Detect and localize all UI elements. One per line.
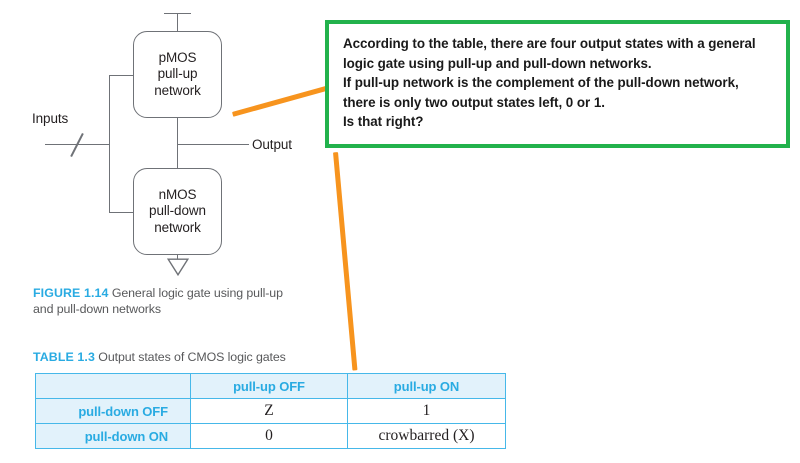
pmos-label-line2: pull-up: [157, 66, 198, 82]
leader-line-to-table: [333, 152, 358, 371]
table-cell-off-off: Z: [190, 398, 348, 424]
ground-symbol-icon: [167, 258, 189, 276]
annotation-callout-box: According to the table, there are four o…: [325, 20, 790, 148]
figure-caption-text: General logic gate using pull-up and pul…: [33, 286, 283, 316]
nmos-label-line3: network: [154, 219, 201, 235]
input-bus-to-pmos-wire: [109, 75, 134, 77]
table-row: pull-down ON 0 crowbarred (X): [35, 423, 506, 449]
table-caption: TABLE 1.3 Output states of CMOS logic ga…: [33, 349, 393, 365]
pmos-label-line3: network: [154, 82, 201, 98]
table-header: pull-up OFF pull-up ON: [35, 373, 506, 399]
nmos-label-line1: nMOS: [158, 186, 197, 202]
table-row: pull-down OFF Z 1: [35, 398, 506, 424]
vdd-stem-wire: [177, 14, 179, 32]
output-states-table: pull-up OFF pull-up ON pull-down OFF Z 1…: [35, 373, 506, 449]
annotation-text: According to the table, there are four o…: [343, 36, 756, 130]
input-bus-to-nmos-wire: [109, 212, 134, 214]
vdd-supply-bar-icon: [164, 13, 191, 15]
table-col-header-pull-up-off: pull-up OFF: [190, 373, 348, 399]
pmos-label-line1: pMOS: [158, 49, 197, 65]
inputs-label: Inputs: [32, 111, 69, 126]
table-corner-cell: [35, 373, 191, 399]
nmos-label-line2: pull-down: [149, 203, 206, 219]
table-row-header-pull-down-on: pull-down ON: [35, 423, 191, 449]
table-cell-on-on: crowbarred (X): [347, 423, 506, 449]
table-cell-off-on: 1: [347, 398, 506, 424]
output-label: Output: [252, 137, 292, 152]
ground-stem-wire: [177, 255, 179, 261]
pmos-nmos-connection-wire: [177, 118, 179, 168]
table-caption-text: Output states of CMOS logic gates: [98, 350, 286, 364]
nmos-pull-down-network-block: nMOS pull-down network: [133, 168, 222, 255]
circuit-diagram: pMOS pull-up network nMOS pull-down netw…: [0, 0, 330, 285]
pmos-pull-up-network-block: pMOS pull-up network: [133, 31, 222, 118]
table-caption-tag: TABLE 1.3: [33, 350, 95, 364]
figure-caption-tag: FIGURE 1.14: [33, 286, 109, 300]
table-col-header-pull-up-on: pull-up ON: [347, 373, 506, 399]
figure-caption: FIGURE 1.14 General logic gate using pul…: [33, 285, 293, 317]
table-header-row: pull-up OFF pull-up ON: [35, 373, 506, 399]
table-body: pull-down OFF Z 1 pull-down ON 0 crowbar…: [35, 398, 506, 449]
table-cell-on-off: 0: [190, 423, 348, 449]
table-row-header-pull-down-off: pull-down OFF: [35, 398, 191, 424]
output-wire: [177, 144, 249, 146]
